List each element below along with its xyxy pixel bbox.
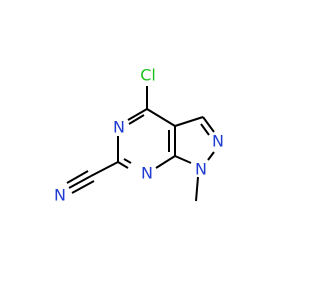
bond-n1-c7a xyxy=(174,155,192,164)
bond-c3-n2-double xyxy=(200,123,210,136)
atom-label-n-pyrazole-2: N xyxy=(212,132,224,151)
bond-c4-n3-double xyxy=(128,114,145,125)
atom-label-n-pyrazole-1: N xyxy=(195,160,207,179)
molecule-structure-diagram: Cl N N N N N xyxy=(54,66,224,205)
bond-nitrile-triple-2 xyxy=(66,170,89,184)
bond-nitrile-triple-3 xyxy=(71,180,95,194)
bond-c4-n3 xyxy=(127,108,148,121)
bond-n1-methyl xyxy=(195,176,199,202)
bond-c3a-c4 xyxy=(146,108,176,127)
atom-label-layer: Cl N N N N N xyxy=(54,66,224,205)
bond-n7-c7a xyxy=(155,155,176,169)
atom-label-cl: Cl xyxy=(140,66,156,85)
atom-label-n-nitrile: N xyxy=(54,186,66,205)
atom-label-n-pyrimidine-bottom: N xyxy=(141,164,153,183)
bond-nitrile-triple-1 xyxy=(68,175,92,189)
bond-n2-n1 xyxy=(207,151,215,161)
bond-c6-n7 xyxy=(117,161,129,169)
bond-c3-n2 xyxy=(202,116,215,133)
bond-layer xyxy=(66,86,215,202)
bond-c6-n7-double xyxy=(123,158,132,164)
bond-c3a-c3 xyxy=(174,116,204,127)
atom-label-n-pyrimidine-top: N xyxy=(113,118,125,137)
bond-c6-cnitrile xyxy=(90,161,119,177)
